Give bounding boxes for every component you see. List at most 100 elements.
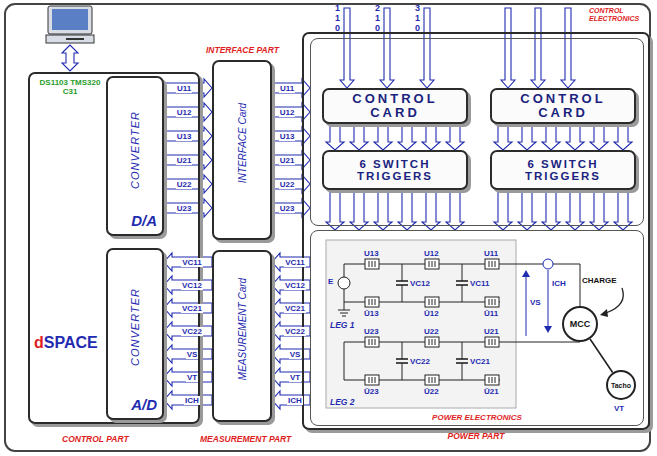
node-text: 6 SWITCH TRIGGERS [511,158,615,182]
inverter-schematic [485,297,499,307]
signal-arrow [590,124,608,150]
inverter-schematic [425,259,439,269]
signal-arrow [164,322,212,340]
node-text: Tacho [611,382,631,389]
signal-arrow [272,368,310,386]
signal-name: Ū21 [484,387,499,396]
signal-arrow [398,190,416,230]
node-text: D/A [131,212,157,229]
signal-arrow [272,175,310,193]
signal-arrow [446,124,464,150]
signal-label: VC12 [284,281,306,290]
input-arrow [531,8,545,88]
inverter-schematic [344,342,345,380]
signal-arrow [272,345,310,363]
signal-arrow [446,190,464,230]
signal-label: U13 [279,132,296,141]
node-text: CONTROL CARD [339,92,451,119]
link-arrow [62,45,78,71]
signal-label: U13 [176,132,193,141]
inverter-schematic [526,277,527,336]
inverter-schematic [485,259,499,269]
signal-label: VC21 [181,304,203,313]
input-arrow [501,8,515,88]
signal-label: U12 [279,108,296,117]
control-card: CONTROL CARD [490,88,636,124]
signal-arrow [164,368,212,386]
power-part: POWER PARTCONTROL ELECTRONICSCONTROL CAR… [302,32,650,430]
input-code: 310 [413,3,422,33]
signal-label: U22 [279,180,296,189]
signal-arrow [422,190,440,230]
signal-arrow [518,124,536,150]
converter-box: CONVERTERA/D [106,248,164,420]
signal-label: VC12 [181,281,203,290]
signal-name: Ū12 [424,309,439,318]
node-text: MEASUREMENT Card [237,278,248,380]
signal-name: VT [614,404,624,413]
computer-icon [52,9,88,30]
signal-arrow [164,103,212,121]
signal-arrow [164,276,212,294]
signal-label: VC11 [284,258,306,267]
measurement-card: MEASUREMENT Card [212,250,272,422]
node-text: DS1103 TMS320 C31 [38,78,102,96]
inverter-schematic [425,375,439,385]
inverter-schematic [606,288,623,313]
signal-label: U12 [176,108,193,117]
signal-name: VC21 [470,357,490,366]
signal-label: VS [289,350,302,359]
inverter-schematic [600,309,608,317]
signal-arrow [272,299,310,317]
signal-arrow [614,124,632,150]
converter-box: CONVERTER D/A [106,76,164,236]
switch-triggers: 6 SWITCH TRIGGERS [322,150,468,190]
signal-arrow [566,124,584,150]
signal-arrow [374,124,392,150]
signal-label: U21 [176,156,193,165]
signal-label: VT [186,373,198,382]
input-code: 110 [333,3,342,33]
node-text: INTERFACE Card [237,103,248,183]
input-arrow [420,8,434,88]
signal-arrow [164,391,212,409]
part-heading: MEASUREMENT PART [200,434,291,444]
inverter-schematic [326,240,516,408]
switch-triggers: 6 SWITCH TRIGGERS [490,150,636,190]
signal-label: VC11 [181,258,203,267]
inverter-schematic [543,259,553,269]
signal-arrow [164,299,212,317]
signal-arrow [350,190,368,230]
computer-icon [48,6,92,34]
inverter-schematic [340,313,348,314]
control-card: CONTROL CARD [322,88,468,124]
signal-name: E [328,277,333,286]
inverter-schematic [485,375,499,385]
signal-arrow [164,175,212,193]
node-text: CONTROL ELECTRONICS [589,7,645,24]
part-heading: CONTROL PART [62,434,129,444]
input-code: 210 [373,3,382,33]
signal-name: CHARGE [582,276,617,285]
signal-name: Ū23 [364,387,379,396]
interface-card: INTERFACE Card [212,60,272,240]
inverter-schematic [485,337,499,347]
signal-arrow [164,253,212,271]
inverter-schematic [425,337,439,347]
signal-label: U23 [176,204,193,213]
signal-name: U12 [424,249,439,258]
inverter-schematic [365,297,379,307]
signal-name: U22 [424,327,439,336]
inverter-schematic [522,270,530,277]
signal-arrow [518,190,536,230]
inverter-schematic [365,337,379,347]
inverter-schematic [425,297,439,307]
signal-arrow [350,124,368,150]
signal-label: U11 [279,84,295,93]
computer-icon [46,6,94,43]
node-text: CONVERTER [129,111,141,189]
computer-icon [66,38,84,40]
input-arrow [561,8,575,88]
signal-arrow [542,124,560,150]
